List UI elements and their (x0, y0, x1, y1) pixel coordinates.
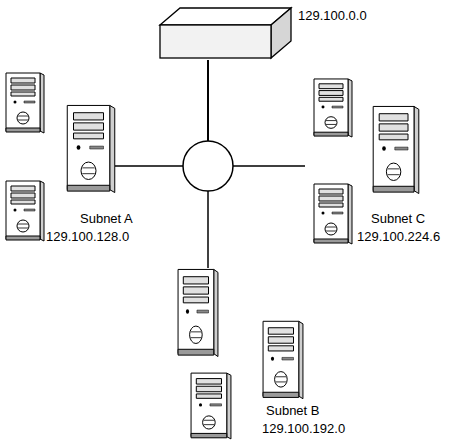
subnet-group: Subnet A129.100.128.0 (0, 65, 115, 245)
router-device: 129.100.0.0 (158, 5, 293, 60)
server-tower (263, 321, 303, 398)
subnet-group: Subnet C129.100.224.6 (305, 104, 420, 249)
router-box (158, 5, 293, 60)
server-tower (178, 269, 218, 356)
server-tower (314, 79, 352, 137)
ip-address: 129.100.128.0 (46, 229, 129, 245)
ip-address: 129.100.0.0 (298, 8, 367, 24)
ip-address: 129.100.192.0 (262, 421, 345, 437)
subnet-name: Subnet C (371, 211, 425, 227)
server-tower (6, 73, 44, 133)
subnet-group: Subnet B 129.100.192.0 (170, 268, 370, 440)
ip-address: 129.100.224.6 (357, 229, 440, 245)
server-tower (6, 181, 44, 241)
subnet-name: Subnet B (266, 403, 320, 419)
server-tower (373, 106, 419, 193)
subnet-name: Subnet A (80, 211, 133, 227)
hub-circle (183, 141, 233, 191)
server-tower (191, 373, 231, 439)
server-tower (67, 105, 115, 192)
server-tower (314, 184, 352, 244)
